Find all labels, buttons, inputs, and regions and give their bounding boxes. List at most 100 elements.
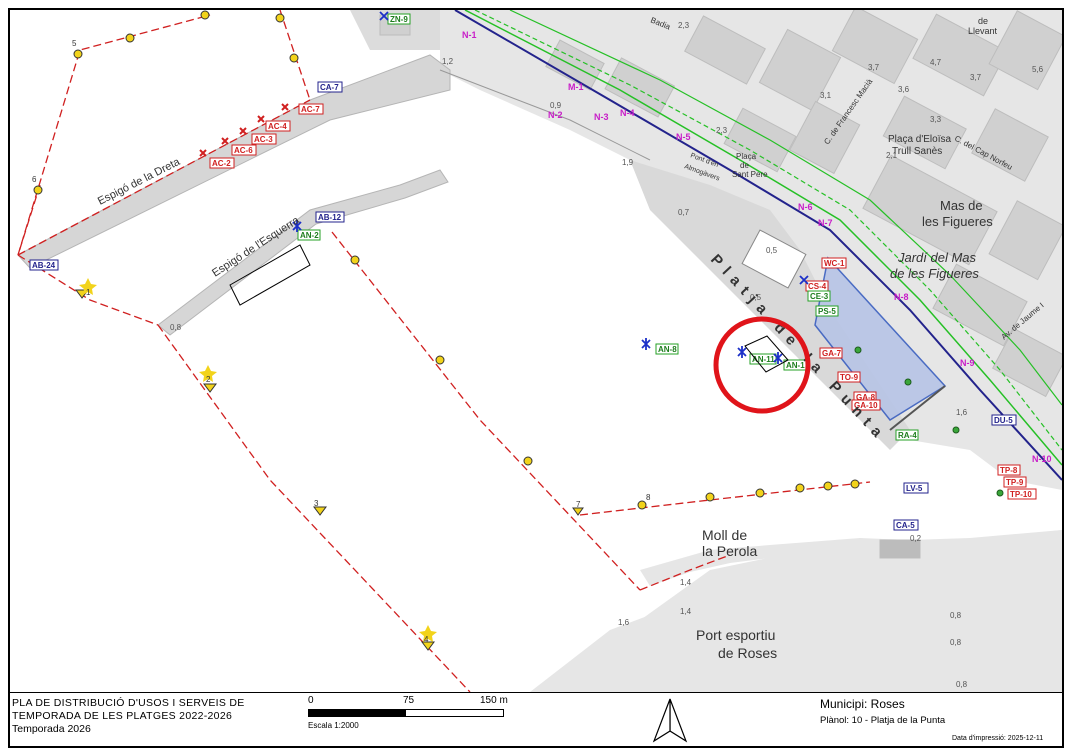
tag-wc-1[interactable]: WC-1	[821, 257, 847, 269]
street-code: N-1	[462, 30, 477, 40]
tag-ab-12[interactable]: AB-12	[315, 211, 345, 223]
svg-text:RA-4: RA-4	[898, 431, 917, 440]
espigo-esquerra-body	[157, 169, 449, 336]
buoys-layer	[33, 10, 860, 651]
map-footer: PLA DE DISTRIBUCIÓ D'USOS I SERVEIS DE T…	[10, 692, 1062, 746]
map-canvas[interactable]: 1 2 3 4 5 6 7 8 AC-7 AC-4 AC-3 AC-6 AC-2…	[10, 10, 1062, 692]
tag-ce-3[interactable]: CE-3	[807, 290, 831, 302]
road-line-green	[464, 10, 1062, 466]
depth-value: 1,6	[618, 618, 630, 627]
svg-text:TP-8: TP-8	[1000, 466, 1018, 475]
tag-ga-7[interactable]: GA-7	[819, 347, 843, 359]
tag-an-2[interactable]: AN-2	[297, 229, 321, 241]
svg-text:CA-5: CA-5	[896, 521, 915, 530]
building	[831, 10, 919, 85]
tag-tp-10[interactable]: TP-10	[1007, 488, 1037, 500]
label-jardi-2: de les Figueres	[890, 266, 979, 281]
svg-text:AN-8: AN-8	[658, 345, 677, 354]
map-sheet: 1 2 3 4 5 6 7 8 AC-7 AC-4 AC-3 AC-6 AC-2…	[8, 8, 1064, 748]
buoy-marker	[200, 10, 210, 20]
svg-text:AC-6: AC-6	[234, 146, 253, 155]
svg-text:AC-7: AC-7	[301, 105, 320, 114]
scale-label-150: 150 m	[480, 695, 508, 706]
north-arrow-icon	[652, 698, 688, 743]
tag-an-11[interactable]: AN-11	[749, 353, 777, 365]
asterisk-icon	[773, 352, 783, 364]
building	[879, 539, 921, 559]
depth-value: 3,7	[868, 63, 880, 72]
port-esportiu	[530, 580, 1062, 692]
tag-ac-6[interactable]: AC-6	[231, 144, 257, 156]
svg-text:AC-4: AC-4	[268, 122, 287, 131]
tag-tp-9[interactable]: TP-9	[1003, 476, 1027, 488]
tag-ga-10[interactable]: GA-10	[851, 399, 881, 411]
label-port-2: de Roses	[718, 645, 777, 661]
tag-ca-7[interactable]: CA-7	[317, 81, 343, 93]
tag-ab-24[interactable]: AB-24	[29, 259, 59, 271]
buoy-line-1	[17, 14, 211, 256]
buoy-number: 1	[86, 288, 91, 297]
label-moll-2: la Perola	[702, 543, 757, 559]
footer-title-line1: PLA DE DISTRIBUCIÓ D'USOS I SERVEIS DE	[12, 697, 245, 709]
tag-to-9[interactable]: TO-9	[837, 371, 861, 383]
asterisk-icon	[737, 346, 747, 358]
building	[684, 15, 766, 85]
star-marker	[79, 278, 97, 295]
depth-value: 3,7	[970, 73, 982, 82]
road-line-gray	[439, 69, 651, 161]
buoy-number: 2	[206, 375, 211, 384]
asterisk-icon	[799, 275, 809, 285]
tag-ca-5[interactable]: CA-5	[893, 519, 919, 531]
buoy-line-8	[639, 554, 731, 591]
label-levant-1: de	[978, 16, 988, 26]
buoy-marker	[275, 13, 285, 23]
svg-text:CS-4: CS-4	[808, 282, 827, 291]
green-dot	[904, 378, 912, 386]
buoy-line-5	[157, 324, 471, 692]
svg-text:TP-9: TP-9	[1006, 478, 1024, 487]
depth-value: 0,2	[910, 534, 922, 543]
depth-value: 3,6	[898, 85, 910, 94]
highlight-circle[interactable]	[713, 316, 811, 414]
label-mas-2: les Figueres	[922, 214, 993, 229]
buoy-marker	[73, 49, 83, 59]
label-mas-1: Mas de	[940, 198, 983, 213]
buoy-line-3	[279, 10, 311, 101]
svg-text:DU-5: DU-5	[994, 416, 1013, 425]
tag-zn-9[interactable]: ZN-9	[387, 13, 411, 25]
svg-text:ZN-9: ZN-9	[390, 15, 408, 24]
green-tags: ZN-9 AN-2 AN-8 AN-11 AN-1 CE-3 PS-5 RA-4	[297, 13, 919, 441]
green-dot	[952, 426, 960, 434]
tag-ps-5[interactable]: PS-5	[815, 305, 839, 317]
tag-an-8[interactable]: AN-8	[655, 343, 679, 355]
svg-text:LV-5: LV-5	[906, 484, 923, 493]
street-code: N-3	[594, 112, 609, 122]
street-code: N-8	[894, 292, 909, 302]
tag-ac-7[interactable]: AC-7	[298, 103, 324, 115]
tag-lv-5[interactable]: LV-5	[903, 482, 929, 494]
depth-value: 3,1	[820, 91, 832, 100]
tag-ra-4[interactable]: RA-4	[895, 429, 919, 441]
buoy-marker	[823, 481, 833, 491]
x-marker	[239, 127, 247, 135]
green-dot	[996, 489, 1004, 497]
street-code: N-7	[818, 218, 833, 228]
depth-value: 0,9	[550, 101, 562, 110]
street-code: N-10	[1032, 454, 1052, 464]
espigo-esquerra-box	[229, 244, 311, 306]
tag-tp-8[interactable]: TP-8	[997, 464, 1021, 476]
depth-value: 0,5	[750, 293, 762, 302]
depth-value: 0,8	[950, 611, 962, 620]
street-code: N-4	[620, 108, 635, 118]
svg-text:WC-1: WC-1	[824, 259, 845, 268]
street-code: N-5	[676, 132, 691, 142]
svg-text:PS-5: PS-5	[818, 307, 836, 316]
buoy-marker	[755, 488, 765, 498]
tag-ac-2[interactable]: AC-2	[209, 157, 235, 169]
tag-ac-4[interactable]: AC-4	[265, 120, 291, 132]
tag-du-5[interactable]: DU-5	[991, 414, 1017, 426]
asterisk-icon	[641, 338, 651, 350]
tag-cs-4[interactable]: CS-4	[805, 280, 829, 292]
tag-ac-3[interactable]: AC-3	[251, 133, 277, 145]
building	[604, 57, 676, 118]
